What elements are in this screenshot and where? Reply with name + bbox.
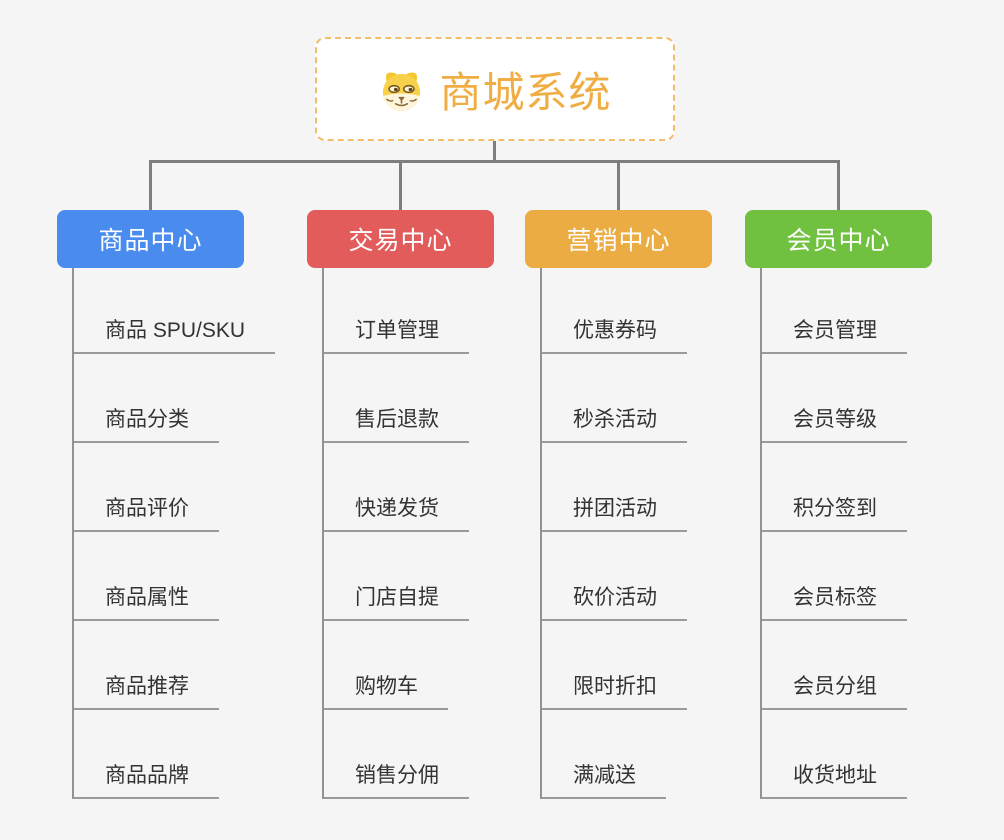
child-node-label[interactable]: 会员分组 xyxy=(762,674,907,710)
child-node: 会员标签 xyxy=(762,532,907,621)
child-node-label[interactable]: 购物车 xyxy=(324,674,448,710)
branch-children-0: 商品 SPU/SKU 商品分类商品评价商品属性商品推荐商品品牌 xyxy=(72,268,276,799)
child-node-label[interactable]: 商品属性 xyxy=(74,585,219,621)
child-node-label[interactable]: 拼团活动 xyxy=(542,496,687,532)
child-node-label[interactable]: 售后退款 xyxy=(324,407,469,443)
child-node-label[interactable]: 会员标签 xyxy=(762,585,907,621)
connector-rail xyxy=(149,160,840,163)
connector-drop-1 xyxy=(399,160,402,212)
connector-drop-0 xyxy=(149,160,152,212)
child-node-label[interactable]: 限时折扣 xyxy=(542,674,687,710)
child-node-label[interactable]: 优惠券码 xyxy=(542,318,687,354)
child-node-label[interactable]: 快递发货 xyxy=(324,496,469,532)
connector-root-stub xyxy=(493,141,496,161)
child-node-label[interactable]: 砍价活动 xyxy=(542,585,687,621)
child-node-label[interactable]: 秒杀活动 xyxy=(542,407,687,443)
root-title: 商城系统 xyxy=(439,68,612,116)
child-node: 商品属性 xyxy=(74,532,275,621)
child-node: 收货地址 xyxy=(762,710,907,799)
child-node-label[interactable]: 商品品牌 xyxy=(74,763,219,799)
child-node: 商品推荐 xyxy=(74,621,275,710)
root-node-mall-system[interactable]: 商城系统 xyxy=(315,37,675,141)
branch-node-0[interactable]: 商品中心 xyxy=(57,210,244,268)
child-node-label[interactable]: 积分签到 xyxy=(762,496,907,532)
child-node: 会员等级 xyxy=(762,354,907,443)
child-node-label[interactable]: 订单管理 xyxy=(324,318,469,354)
connector-drop-2 xyxy=(617,160,620,212)
shiba-dog-icon xyxy=(383,72,421,111)
child-node-label[interactable]: 门店自提 xyxy=(324,585,469,621)
child-node: 优惠券码 xyxy=(542,268,687,354)
branch-node-2[interactable]: 营销中心 xyxy=(525,210,712,268)
child-node: 门店自提 xyxy=(324,532,469,621)
child-node: 拼团活动 xyxy=(542,443,687,532)
child-node-label[interactable]: 销售分佣 xyxy=(324,763,469,799)
branch-children-2: 优惠券码秒杀活动拼团活动砍价活动限时折扣满减送 xyxy=(540,268,687,799)
child-node-label[interactable]: 满减送 xyxy=(542,763,666,799)
child-node-label[interactable]: 商品分类 xyxy=(74,407,219,443)
child-node: 会员管理 xyxy=(762,268,907,354)
branch-node-3[interactable]: 会员中心 xyxy=(745,210,932,268)
child-node-label[interactable]: 商品 SPU/SKU xyxy=(74,318,276,354)
branch-column-2: 营销中心优惠券码秒杀活动拼团活动砍价活动限时折扣满减送 xyxy=(525,210,712,799)
branch-column-1: 交易中心订单管理售后退款快递发货门店自提购物车销售分佣 xyxy=(307,210,494,799)
child-node: 快递发货 xyxy=(324,443,469,532)
branch-node-1[interactable]: 交易中心 xyxy=(307,210,494,268)
child-node: 积分签到 xyxy=(762,443,907,532)
child-node: 商品分类 xyxy=(74,354,275,443)
child-node: 商品品牌 xyxy=(74,710,275,799)
child-node: 限时折扣 xyxy=(542,621,687,710)
child-node: 订单管理 xyxy=(324,268,469,354)
child-node: 销售分佣 xyxy=(324,710,469,799)
child-node: 商品 SPU/SKU xyxy=(74,268,276,354)
branch-children-3: 会员管理会员等级积分签到会员标签会员分组收货地址 xyxy=(760,268,907,799)
child-node-label[interactable]: 收货地址 xyxy=(762,763,907,799)
branch-children-1: 订单管理售后退款快递发货门店自提购物车销售分佣 xyxy=(322,268,469,799)
child-node: 砍价活动 xyxy=(542,532,687,621)
child-node: 购物车 xyxy=(324,621,469,710)
child-node-label[interactable]: 会员等级 xyxy=(762,407,907,443)
child-node: 售后退款 xyxy=(324,354,469,443)
child-node: 会员分组 xyxy=(762,621,907,710)
child-node: 满减送 xyxy=(542,710,687,799)
child-node: 秒杀活动 xyxy=(542,354,687,443)
branch-column-3: 会员中心会员管理会员等级积分签到会员标签会员分组收货地址 xyxy=(745,210,932,799)
connector-drop-3 xyxy=(837,160,840,212)
child-node-label[interactable]: 商品推荐 xyxy=(74,674,219,710)
branch-column-0: 商品中心商品 SPU/SKU 商品分类商品评价商品属性商品推荐商品品牌 xyxy=(57,210,276,799)
child-node-label[interactable]: 商品评价 xyxy=(74,496,219,532)
child-node: 商品评价 xyxy=(74,443,275,532)
child-node-label[interactable]: 会员管理 xyxy=(762,318,907,354)
